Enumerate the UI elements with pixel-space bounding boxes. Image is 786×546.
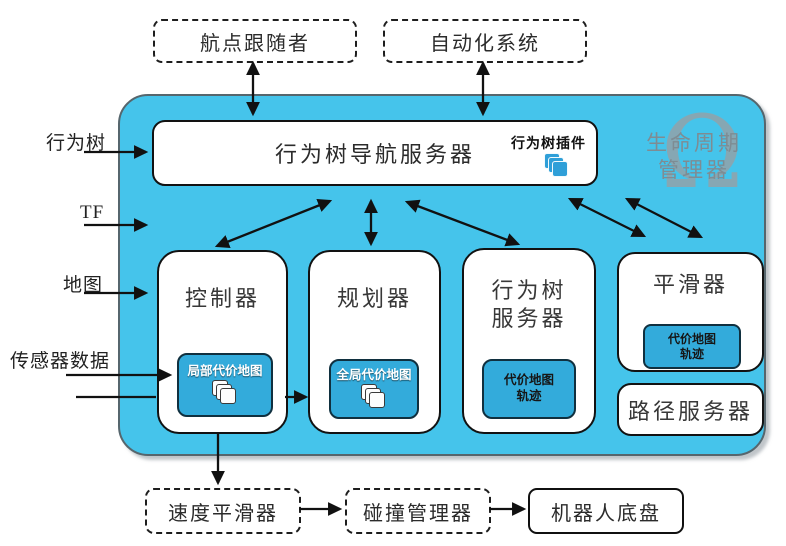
lifecycle-manager-label: 生命周期 管理器 [634,130,754,185]
robot-base-box: 机器人底盘 [528,488,684,534]
global-costmap-label: 全局代价地图 [336,367,412,382]
lifecycle-label-line1: 生命周期 [646,131,742,155]
bt-server-title: 行为树 服务器 [464,277,594,332]
label-sensor-data: 传感器数据 [10,351,111,372]
local-costmap-label: 局部代价地图 [187,363,263,378]
bt-server-title-line1: 行为树 [491,278,567,303]
lifecycle-manager-watermark: Ω 生命周期 管理器 [634,94,754,222]
smoother-inner-line2: 轨迹 [679,346,704,361]
bt-costmap-trajectory-box: 代价地图 轨迹 [482,359,576,419]
global-costmap-box: 全局代价地图 [329,359,419,419]
bt-plugin-pages-icon [544,153,570,178]
planner-title: 规划器 [336,286,412,311]
controller-box: 控制器 局部代价地图 [157,250,288,434]
bt-plugin-label: 行为树插件 [511,137,586,152]
collision-monitor-box: 碰撞管理器 [345,488,491,534]
route-server-box: 路径服务器 [617,383,764,436]
waypoint-follower-box: 航点跟随者 [153,19,357,63]
bt-inner-line1: 代价地图 [503,373,554,388]
bt-inner-line2: 轨迹 [516,389,542,403]
bt-navigator-server-box: 行为树导航服务器 行为树插件 [152,120,598,186]
label-tf: TF [80,202,105,223]
route-server-title: 路径服务器 [627,398,753,424]
local-costmap-box: 局部代价地图 [177,353,273,417]
smoother-inner-line1: 代价地图 [667,331,716,346]
lifecycle-label-line2: 管理器 [658,158,730,183]
smoother-box: 平滑器 代价地图 轨迹 [617,252,764,372]
autonomy-system-box: 自动化系统 [383,19,587,63]
omega-icon: Ω [660,94,744,211]
velocity-smoother-box: 速度平滑器 [145,488,301,534]
bt-navigator-server-title: 行为树导航服务器 [274,142,475,167]
smoother-costmap-trajectory-label: 代价地图 轨迹 [668,332,716,362]
global-costmap-pages-icon [361,384,387,409]
controller-title: 控制器 [184,286,260,311]
label-behavior-tree: 行为树 [46,133,107,154]
local-costmap-pages-icon [212,380,238,405]
planner-box: 规划器 全局代价地图 [308,250,441,434]
smoother-costmap-trajectory-box: 代价地图 轨迹 [643,324,741,369]
smoother-title: 平滑器 [652,272,728,297]
bt-costmap-trajectory-label: 代价地图 轨迹 [504,373,554,404]
bt-server-box: 行为树 服务器 代价地图 轨迹 [462,248,596,434]
label-map: 地图 [63,275,104,296]
bt-server-title-line2: 服务器 [491,305,567,331]
